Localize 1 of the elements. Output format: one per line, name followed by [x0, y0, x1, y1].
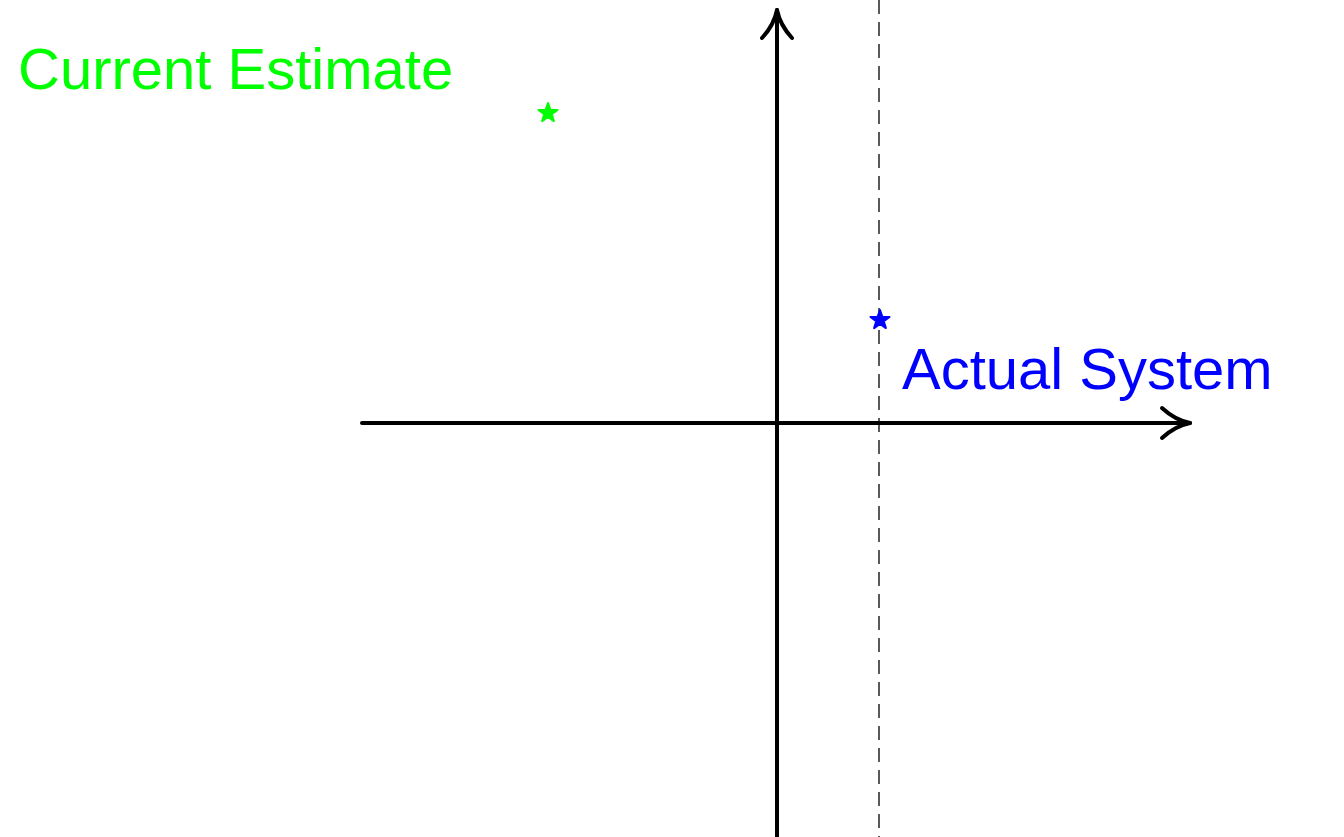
point-label: Current Estimate	[18, 40, 454, 98]
